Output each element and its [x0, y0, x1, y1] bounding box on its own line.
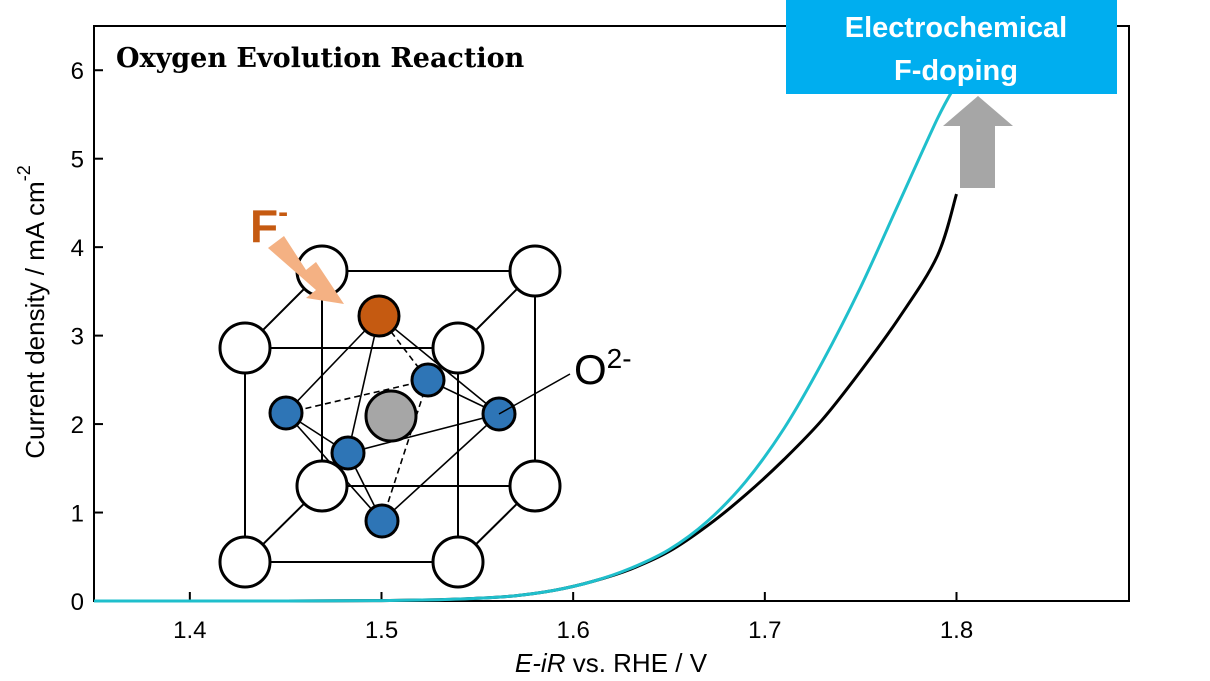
- x-tick-label: 1.4: [173, 617, 206, 644]
- y-tick-label: 2: [71, 412, 84, 439]
- series-layer: [93, 82, 958, 603]
- y-tick-label: 6: [71, 58, 84, 85]
- y-tick-label: 4: [71, 235, 84, 262]
- oxygen-leader-line: [498, 373, 571, 415]
- y-tick-label: 5: [71, 147, 84, 174]
- up-arrow-icon: [943, 96, 1013, 188]
- series-line-f-doped: [93, 82, 958, 603]
- dopant-label: F-: [250, 196, 288, 252]
- plot-frame: [93, 25, 1130, 602]
- unit-cell-edges: [244, 270, 536, 563]
- x-tick-label: 1.8: [940, 617, 973, 644]
- y-tick-label: 1: [71, 501, 84, 528]
- y-tick-label: 3: [71, 324, 84, 351]
- dopant-arrow-icon: [268, 236, 344, 304]
- x-tick-label: 1.5: [365, 617, 398, 644]
- crystal-structure-inset: [218, 244, 571, 589]
- oxygen-label: O2-: [574, 343, 632, 393]
- x-axis-title: E-iR vs. RHE / V: [515, 648, 708, 678]
- x-axis-ticks: 1.4 1.5 1.6 1.7 1.8: [173, 592, 973, 644]
- y-tick-label: 0: [71, 589, 84, 616]
- callout-line1: Electrochemical: [845, 12, 1067, 44]
- fluorine-atom: [357, 294, 401, 338]
- x-tick-label: 1.7: [748, 617, 781, 644]
- callout-line2: F-doping: [894, 55, 1018, 87]
- panel-title: Oxygen Evolution Reaction: [116, 43, 525, 74]
- center-atom: [364, 389, 418, 443]
- callout-box: [786, 0, 1117, 94]
- y-axis-ticks: 0 1 2 3 4 5 6: [71, 58, 103, 616]
- x-tick-label: 1.6: [556, 617, 589, 644]
- corner-atoms: [218, 244, 562, 589]
- y-axis-title: Current density / mA cm-2: [14, 165, 50, 458]
